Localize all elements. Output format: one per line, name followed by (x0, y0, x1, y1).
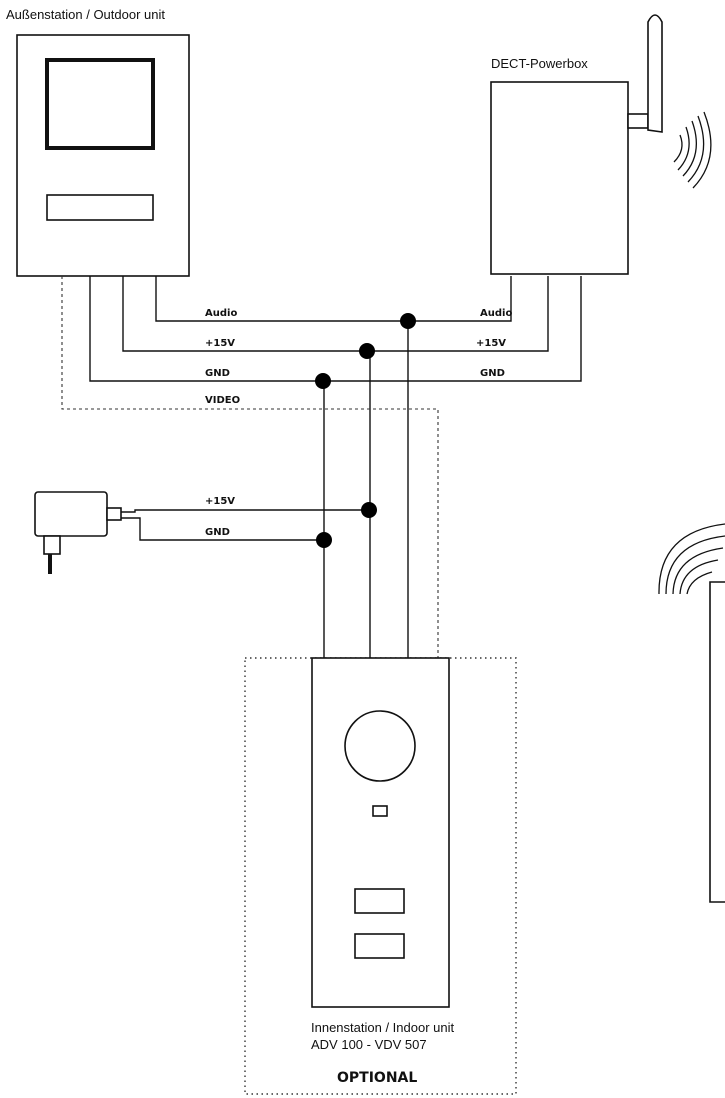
outdoor-unit (16, 34, 190, 277)
indoor-unit-title: Innenstation / Indoor unit (311, 1020, 454, 1035)
power-supply-pin (48, 554, 52, 574)
v15-wire (122, 276, 549, 352)
video-wire (61, 276, 439, 658)
audio-label-left: Audio (205, 308, 237, 319)
powerbox-title: DECT-Powerbox (491, 56, 588, 71)
audio-wire (155, 276, 512, 322)
gnd-label-right: GND (480, 368, 505, 379)
indoor-unit-button-2 (354, 933, 405, 959)
psu-v15-label: +15V (205, 496, 235, 507)
indoor-unit (311, 657, 450, 1008)
audio-label-right: Audio (480, 308, 512, 319)
dect-powerbox (490, 14, 712, 275)
power-supply-stem (43, 535, 61, 555)
wireless-signal-icon (658, 523, 725, 595)
junction-v15 (359, 343, 375, 359)
optional-label: OPTIONAL (337, 1070, 417, 1086)
outdoor-unit-nameplate (46, 194, 154, 221)
junction-psu-gnd (316, 532, 332, 548)
dect-handset-partial (658, 523, 725, 903)
powerbox-body (490, 81, 629, 275)
power-supply-plug (106, 507, 122, 521)
power-supply-icon (34, 491, 122, 574)
psu-gnd-wire (121, 517, 324, 541)
psu-gnd-label: GND (205, 527, 230, 538)
outdoor-unit-screen (45, 58, 155, 150)
psu-v15-wire (121, 509, 370, 513)
junction-gnd (315, 373, 331, 389)
outdoor-wires (89, 276, 582, 658)
handset-body (709, 581, 725, 903)
antenna-icon (627, 14, 712, 189)
gnd-wire (89, 276, 582, 382)
v15-label-right: +15V (476, 338, 506, 349)
indoor-unit-led (372, 805, 388, 817)
junction-psu-v15 (361, 502, 377, 518)
v15-label-left: +15V (205, 338, 235, 349)
outdoor-unit-title: Außenstation / Outdoor unit (6, 7, 165, 22)
video-label-left: VIDEO (205, 395, 240, 406)
indoor-unit-model: ADV 100 - VDV 507 (311, 1037, 427, 1052)
gnd-label-left: GND (205, 368, 230, 379)
indoor-unit-speaker (344, 710, 416, 782)
indoor-unit-button-1 (354, 888, 405, 914)
power-supply-body (34, 491, 108, 537)
junction-audio (400, 313, 416, 329)
